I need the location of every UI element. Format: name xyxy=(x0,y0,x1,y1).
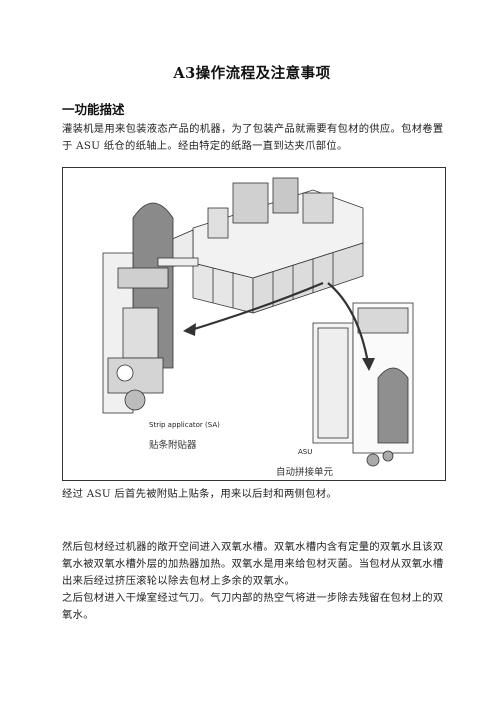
arrow-head-left xyxy=(183,323,196,336)
asu-label-cn: 自动拼接单元 xyxy=(276,467,334,478)
pointer-arrows xyxy=(190,281,370,364)
process-paragraph: 然后包材经过机器的敞开空间进入双氧水槽。双氧水槽内含有定量的双氧水且该双氧水被双… xyxy=(62,539,447,624)
process-paragraph-part2: 之后包材进入干燥室经过气刀。气刀内部的热空气将进一步除去残留在包材上的双氧水。 xyxy=(62,592,444,621)
asu-unit xyxy=(312,302,414,467)
sa-label: Strip applicator (SA) xyxy=(149,421,220,429)
document-title: A3操作流程及注意事项 xyxy=(173,65,331,82)
process-paragraph-part1: 然后包材经过机器的敞开空间进入双氧水槽。双氧水槽内含有定量的双氧水且该双氧水被双… xyxy=(62,541,444,587)
machine-illustration: Strip applicator (SA) 贴条附贴器 ASU 自动拼接单元 xyxy=(62,167,446,481)
section-heading: 一功能描述 xyxy=(62,102,125,117)
filling-machine xyxy=(162,177,364,314)
asu-label: ASU xyxy=(298,448,313,456)
sa-label-cn: 贴条附贴器 xyxy=(149,440,197,451)
strip-applicator xyxy=(102,202,199,414)
intro-paragraph: 灌装机是用来包装液态产品的机器，为了包装产品就需要有包材的供应。包材卷置于 AS… xyxy=(62,123,444,152)
arrow-head-right xyxy=(362,358,375,371)
figure-caption: 经过 ASU 后首先被附贴上贴条，用来以后封和两侧包材。 xyxy=(62,488,337,500)
machine-drawing xyxy=(102,177,414,467)
